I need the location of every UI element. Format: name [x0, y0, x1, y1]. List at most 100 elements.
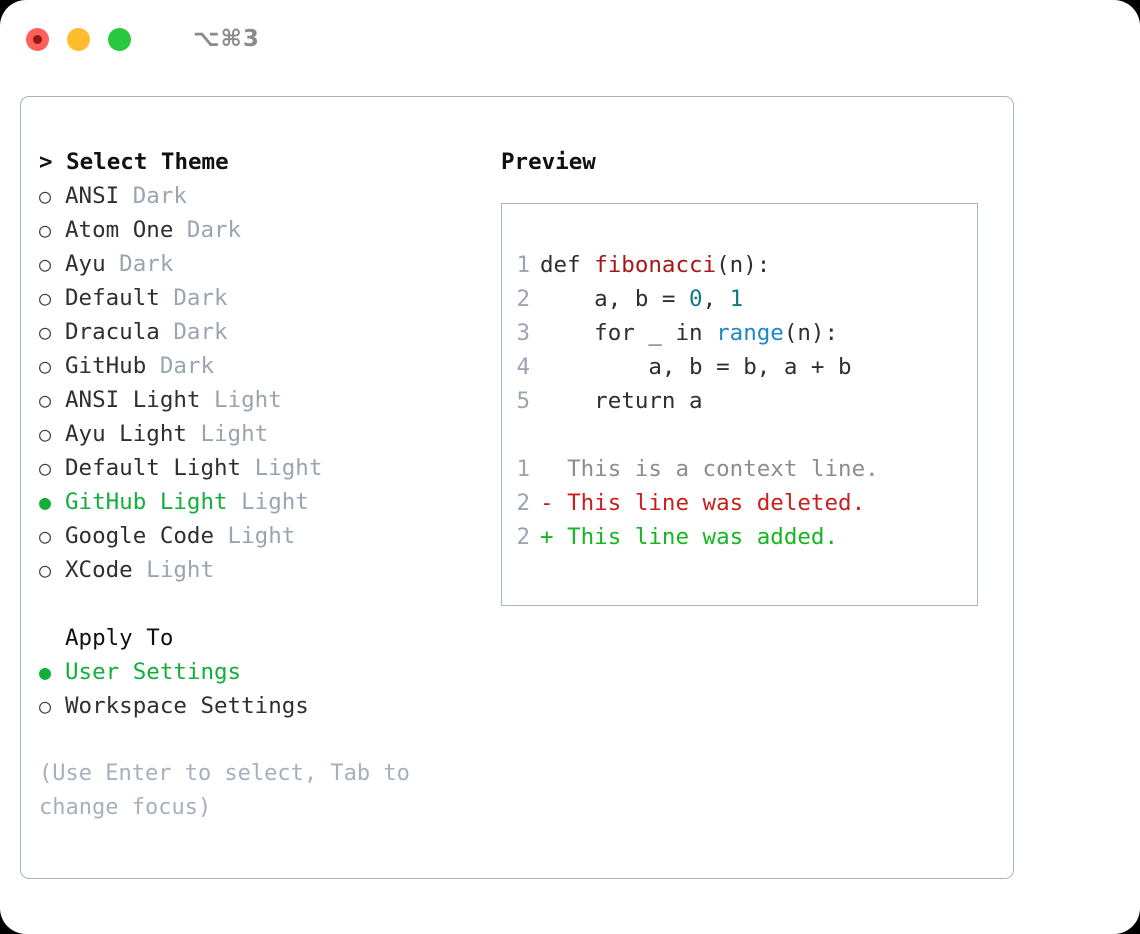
theme-list-item[interactable]: ○ XCode Light	[39, 553, 501, 587]
keyboard-shortcut-label: ⌥⌘3	[193, 26, 260, 52]
theme-name-label: GitHub	[65, 353, 147, 379]
code-line: 3 for _ in range(n):	[502, 316, 977, 350]
theme-mode-badge: Dark	[146, 353, 215, 379]
window-controls	[26, 27, 131, 51]
apply-to-option[interactable]: ○Workspace Settings	[39, 689, 501, 723]
diff-line-content: This is a context line.	[567, 456, 879, 482]
code-line-content: def fibonacci(n):	[540, 248, 770, 282]
code-diff-spacer	[502, 418, 977, 452]
code-token-plain: a, b = b, a + b	[540, 354, 852, 380]
diff-sample: 1 This is a context line.2- This line wa…	[502, 452, 977, 554]
theme-mode-badge: Light	[132, 557, 215, 583]
diff-marker	[540, 452, 567, 486]
apply-to-options[interactable]: ● User Settings ○Workspace Settings	[39, 655, 501, 723]
apply-to-option[interactable]: ● User Settings	[39, 655, 501, 689]
theme-mode-badge: Light	[227, 489, 309, 515]
titlebar: ⌥⌘3	[0, 0, 1140, 78]
theme-list-item[interactable]: ○Ayu Dark	[39, 247, 501, 281]
theme-mode-badge: Dark	[159, 285, 228, 311]
theme-list-item[interactable]: ○Default Dark	[39, 281, 501, 315]
diff-line-content: This line was deleted.	[567, 490, 866, 516]
line-number: 4	[516, 354, 530, 380]
minimize-button-icon[interactable]	[67, 27, 90, 51]
diff-line-content: This line was added.	[567, 524, 839, 550]
line-number: 5	[516, 388, 530, 414]
code-token-num: 0	[689, 286, 703, 312]
radio-unselected-icon: ○	[39, 388, 52, 412]
line-number: 2	[516, 524, 530, 550]
diff-line: 2- This line was deleted.	[502, 486, 977, 520]
line-number: 3	[516, 320, 530, 346]
line-number: 2	[516, 286, 530, 312]
code-token-plain: (n):	[716, 252, 771, 278]
theme-list-item[interactable]: ○ GitHub Dark	[39, 349, 501, 383]
code-token-fn: fibonacci	[594, 252, 717, 278]
theme-list-item[interactable]: ○Atom One Dark	[39, 213, 501, 247]
apply-to-section: Apply To ●User Settings○Workspace Settin…	[39, 621, 501, 723]
radio-unselected-icon: ○	[39, 354, 52, 378]
theme-name-label: Default Light	[65, 455, 242, 481]
code-line: 2 a, b = 0, 1	[502, 282, 977, 316]
radio-unselected-icon: ○	[39, 320, 52, 344]
theme-name-label: Dracula	[65, 319, 160, 345]
theme-list[interactable]: ○ANSI Dark○Atom One Dark○Ayu Dark○Defaul…	[39, 179, 501, 587]
main-panel: > Select Theme ○ANSI Dark○Atom One Dark○…	[20, 96, 1014, 879]
code-line: 5 return a	[502, 384, 977, 418]
radio-unselected-icon: ○	[39, 694, 52, 718]
theme-mode-badge: Dark	[159, 319, 228, 345]
theme-list-item[interactable]: ○Google Code Light	[39, 519, 501, 553]
theme-list-item[interactable]: ○ Dracula Dark	[39, 315, 501, 349]
radio-unselected-icon: ○	[39, 286, 52, 310]
close-button-icon[interactable]	[26, 27, 49, 51]
panel-columns: > Select Theme ○ANSI Dark○Atom One Dark○…	[21, 97, 1013, 825]
code-token-plain: a, b =	[540, 286, 690, 312]
code-token-plain: return a	[540, 388, 703, 414]
code-token-plain: for _ in	[540, 320, 717, 346]
theme-list-item[interactable]: ● GitHub Light Light	[39, 485, 501, 519]
code-line-content: return a	[540, 384, 703, 418]
line-number: 1	[516, 456, 530, 482]
theme-name-label: ANSI Light	[65, 387, 201, 413]
theme-name-label: GitHub Light	[65, 489, 228, 515]
radio-unselected-icon: ○	[39, 184, 52, 208]
keyboard-hint-text: (Use Enter to select, Tab to change focu…	[39, 761, 410, 820]
code-token-num: 1	[729, 286, 744, 312]
theme-mode-badge: Light	[200, 387, 282, 413]
theme-name-label: Ayu Light	[65, 421, 187, 447]
radio-unselected-icon: ○	[39, 524, 52, 548]
code-line-content: for _ in range(n):	[540, 316, 838, 350]
theme-list-item[interactable]: ○ Ayu Light Light	[39, 417, 501, 451]
radio-selected-icon: ●	[39, 490, 52, 514]
theme-mode-badge: Light	[186, 421, 269, 447]
radio-unselected-icon: ○	[39, 456, 52, 480]
theme-name-label: XCode	[65, 557, 133, 583]
code-line-content: a, b = 0, 1	[540, 282, 743, 316]
code-token-plain: def	[540, 252, 595, 278]
diff-marker: +	[540, 524, 568, 550]
theme-list-item[interactable]: ○ Default Light Light	[39, 451, 501, 485]
diff-marker: -	[540, 490, 568, 516]
theme-mode-badge: Light	[214, 523, 296, 549]
radio-unselected-icon: ○	[39, 422, 52, 446]
theme-mode-badge: Dark	[119, 183, 187, 209]
radio-unselected-icon: ○	[39, 252, 52, 276]
theme-mode-badge: Dark	[105, 251, 174, 277]
radio-unselected-icon: ○	[39, 558, 52, 582]
select-theme-header: > Select Theme	[39, 149, 229, 175]
theme-list-item[interactable]: ○ANSI Dark	[39, 179, 501, 213]
preview-title: Preview	[501, 149, 596, 175]
code-token-builtin: range	[716, 320, 784, 346]
diff-line: 1 This is a context line.	[502, 452, 977, 486]
code-token-plain: ,	[702, 286, 730, 312]
apply-to-option-label: User Settings	[65, 659, 242, 685]
radio-unselected-icon: ○	[39, 218, 52, 242]
theme-mode-badge: Light	[241, 455, 323, 481]
maximize-button-icon[interactable]	[108, 27, 131, 51]
theme-list-item[interactable]: ○ ANSI Light Light	[39, 383, 501, 417]
line-number: 1	[516, 252, 530, 278]
radio-selected-icon: ●	[39, 660, 52, 684]
theme-mode-badge: Dark	[173, 217, 242, 243]
